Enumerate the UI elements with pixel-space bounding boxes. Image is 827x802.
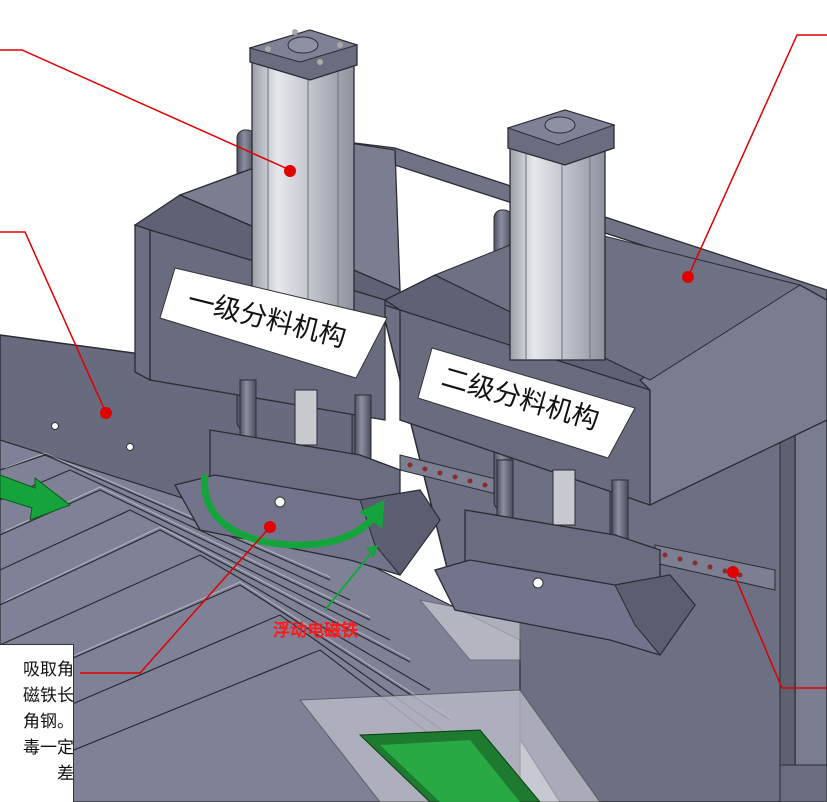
description-note: 吸取角 磁铁长 角钢。 毒一定 差	[0, 644, 74, 802]
material-rails	[0, 439, 601, 802]
floating-magnet-label: 浮动电磁铁	[273, 620, 358, 641]
leader-line-magnet	[80, 526, 271, 674]
leader-dots	[100, 165, 739, 578]
primary-mechanism: 一级分料机构	[133, 29, 441, 576]
secondary-mechanism: 二级分料机构	[383, 109, 827, 656]
note-line: 磁铁长	[23, 686, 74, 706]
note-line: 差	[57, 764, 74, 784]
leader-line-cylinder	[0, 49, 291, 171]
feed-arrow	[0, 474, 72, 521]
note-line: 吸取角	[23, 660, 74, 680]
leader-line-side-plate	[0, 231, 107, 414]
pointer-arrow	[324, 545, 378, 611]
note-line: 角钢。	[23, 712, 74, 732]
leader-line-frame	[687, 34, 827, 278]
note-line: 毒一定	[23, 738, 74, 758]
rotation-arrow	[201, 474, 385, 549]
leader-lines	[0, 34, 827, 689]
leader-line-hole-strip	[732, 571, 827, 689]
